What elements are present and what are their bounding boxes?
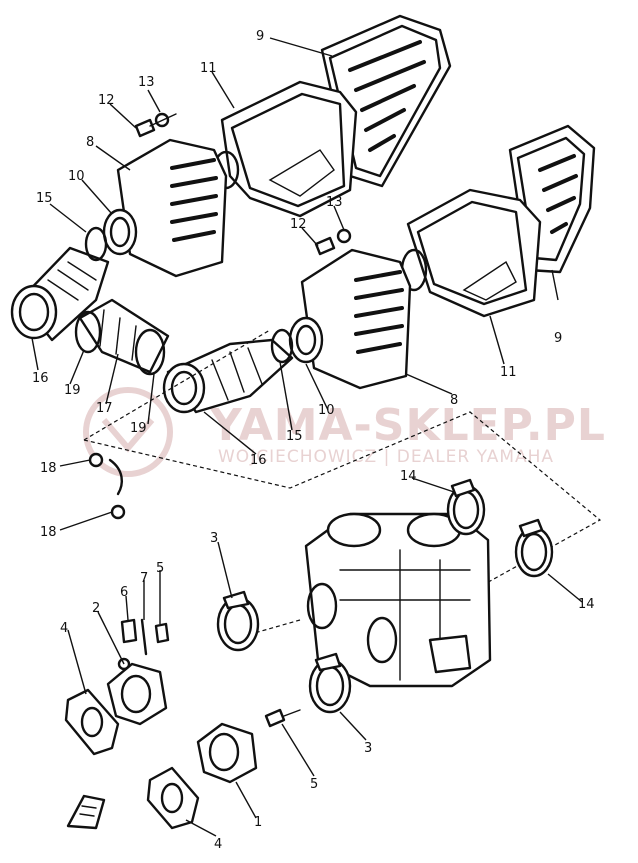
callout-10-right: 10 — [318, 403, 335, 418]
callout-12-top: 12 — [98, 93, 115, 108]
carburetor-assembly — [304, 512, 492, 688]
watermark-subtitle: WOJCIECHOWICZ | DEALER YAMAHA — [218, 447, 554, 467]
callout-8-top: 8 — [86, 135, 94, 150]
air-cleaner-box-right — [400, 188, 542, 318]
callout-18-lower: 18 — [40, 525, 57, 540]
leader-lines — [31, 37, 583, 837]
callout-10-top: 10 — [68, 169, 85, 184]
clamp-14-lower — [514, 518, 554, 578]
callout-12-mid: 12 — [290, 217, 307, 232]
gasket-4-upper — [64, 688, 120, 756]
callout-1: 1 — [254, 815, 262, 830]
intake-box-right — [288, 248, 412, 390]
callout-18-upper: 18 — [40, 461, 57, 476]
callout-6: 6 — [120, 585, 128, 600]
callout-11-top: 11 — [200, 61, 217, 76]
front-direction-icon — [66, 794, 106, 830]
callout-4-lower: 4 — [214, 837, 222, 852]
intake-joint-right — [162, 328, 294, 414]
callout-16-right: 16 — [250, 453, 267, 468]
callout-15-right: 15 — [286, 429, 303, 444]
callout-5-lower: 5 — [310, 777, 318, 792]
carburetor-joint-1 — [196, 722, 258, 784]
screw-5-upper — [154, 622, 170, 644]
bolt-washer-upper — [134, 112, 177, 138]
watermark-logo — [83, 387, 173, 477]
air-cleaner-box-upper — [212, 80, 358, 218]
callout-2: 2 — [92, 601, 100, 616]
callout-3-lower: 3 — [364, 741, 372, 756]
callout-15-top: 15 — [36, 191, 53, 206]
callout-8-right: 8 — [450, 393, 458, 408]
callout-4-upper: 4 — [60, 621, 68, 636]
callout-9-top: 9 — [256, 29, 264, 44]
callout-11-right: 11 — [500, 365, 517, 380]
clamp-3-upper — [216, 590, 260, 652]
bolt-washer-lower — [314, 228, 352, 256]
callout-9-right: 9 — [554, 331, 562, 346]
callout-3-upper: 3 — [210, 531, 218, 546]
clamp-14-upper — [446, 478, 486, 536]
callout-7: 7 — [140, 571, 148, 586]
gasket-4-lower — [146, 766, 200, 830]
callout-13-mid: 13 — [326, 195, 343, 210]
intake-joint-left — [10, 226, 110, 342]
joint-middle — [74, 298, 170, 376]
callout-14-upper: 14 — [400, 469, 417, 484]
breather-hose — [88, 452, 126, 520]
clip-7 — [140, 618, 148, 656]
cap-6 — [120, 618, 138, 644]
carburetor-joint-2 — [106, 657, 168, 726]
callout-5-upper: 5 — [156, 561, 164, 576]
watermark-title: YAMA-SKLEP.PL — [209, 400, 606, 451]
screw-5-lower — [264, 708, 301, 728]
callout-19-right: 19 — [130, 421, 147, 436]
intake-box-upper — [102, 138, 228, 278]
watermark: YAMA-SKLEP.PL WOJCIECHOWICZ | DEALER YAM… — [83, 387, 606, 477]
clamp-3-lower — [308, 652, 352, 714]
callout-19-left: 19 — [64, 383, 81, 398]
callout-16-left: 16 — [32, 371, 49, 386]
callout-numbers: 9 11 13 12 8 10 15 13 12 9 11 8 10 15 16… — [32, 29, 595, 852]
callout-13-top: 13 — [138, 75, 155, 90]
callout-14-lower: 14 — [578, 597, 595, 612]
callout-17: 17 — [96, 401, 113, 416]
